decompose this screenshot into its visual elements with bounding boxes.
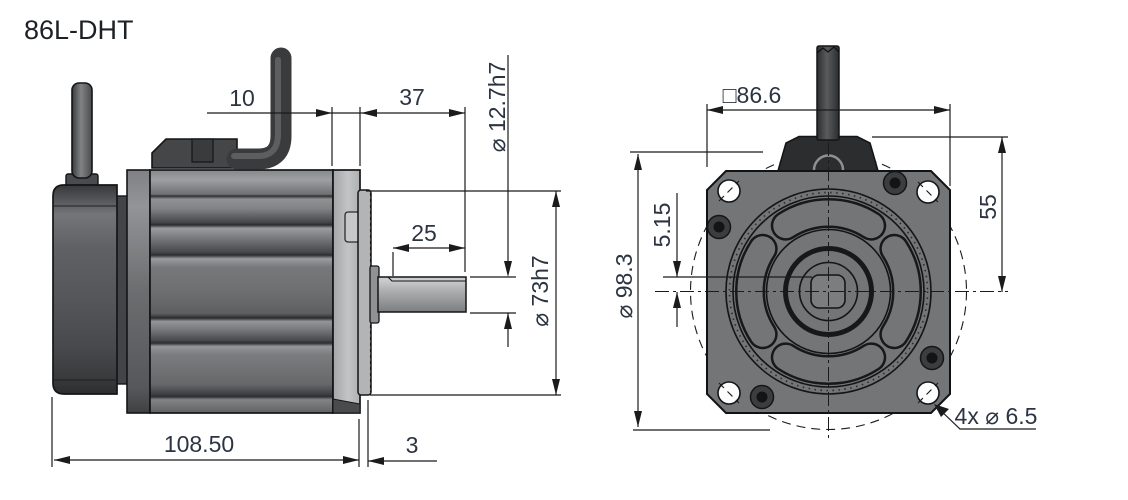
pilot-boss-side	[357, 189, 372, 396]
dimensions: 10 37 ⌀ 12.7h7 25 ⌀ 73h7 108.50	[51, 55, 1038, 467]
cover-screws	[706, 170, 945, 410]
knurl-ring	[728, 191, 929, 392]
dim-overall-length: 108.50	[164, 431, 234, 457]
dim-pilot-diameter: ⌀ 73h7	[527, 255, 553, 326]
side-view	[52, 47, 467, 414]
motor-body	[149, 169, 334, 414]
dim-flat-offset: 5.15	[649, 203, 675, 248]
dim-body-diameter: ⌀ 98.3	[611, 253, 637, 318]
dim-connector-height: 55	[975, 194, 1001, 220]
drawing-title: 86L-DHT	[24, 15, 134, 45]
cable-front	[816, 45, 840, 141]
dim-flat-length: 25	[411, 220, 437, 246]
dim-flange-offset: 10	[229, 85, 255, 111]
mounting-holes	[717, 179, 940, 405]
rear-pin	[71, 82, 93, 179]
dim-mounting-holes: 4x ⌀ 6.5	[955, 403, 1038, 429]
cable-cut-end	[816, 46, 840, 54]
body-rear-band	[126, 169, 151, 414]
dim-shaft-extension: 37	[399, 84, 425, 110]
dim-pilot-height: 3	[406, 432, 419, 458]
rear-cover	[52, 184, 118, 395]
dim-shaft-diameter: ⌀ 12.7h7	[484, 62, 510, 153]
connector-notch	[191, 138, 214, 163]
front-view	[655, 45, 1008, 442]
shaft-flat-line	[387, 276, 466, 282]
flange-bottom-chamfer	[332, 398, 361, 414]
shaft-side	[377, 276, 467, 313]
cable-side-highlight	[231, 57, 281, 159]
dim-flange-square: □86.6	[723, 82, 782, 108]
front-flange-side	[332, 169, 361, 414]
